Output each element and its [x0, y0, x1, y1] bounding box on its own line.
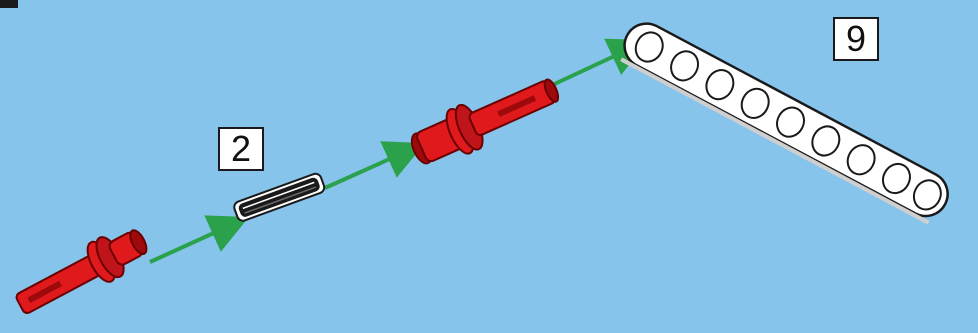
connector-count-callout: 2: [218, 127, 264, 171]
red-pin-icon: [10, 220, 154, 325]
arrow-pin-to-connector: [150, 222, 238, 262]
beam-length-callout: 9: [833, 17, 879, 61]
red-pin-icon: [405, 67, 566, 174]
step-marker-fragment: [0, 0, 18, 8]
white-beam-icon: [616, 16, 955, 226]
black-connector-icon: [233, 172, 326, 222]
arrow-connector-to-pin: [325, 148, 414, 188]
